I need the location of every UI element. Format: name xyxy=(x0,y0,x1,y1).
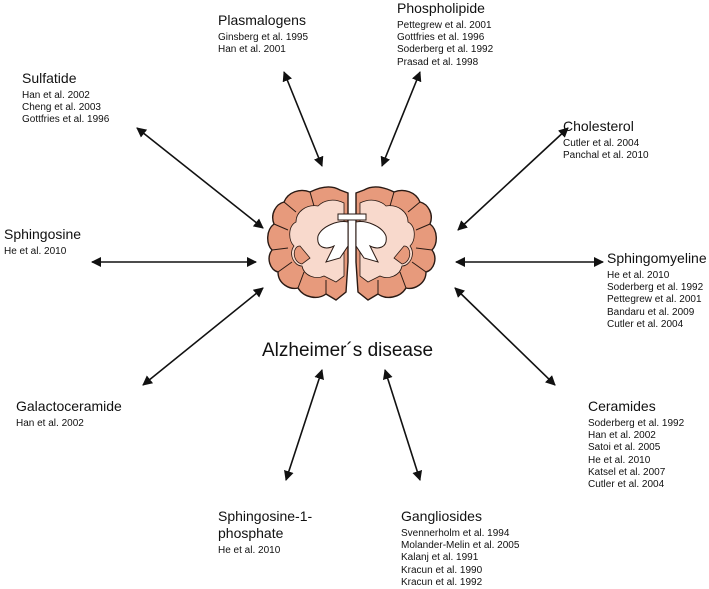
node-ref: Cutler et al. 2004 xyxy=(607,318,684,330)
node-ref: Ginsberg et al. 1995 xyxy=(218,32,309,44)
node-sulfatide: Sulfatide Han et al. 2002 Cheng et al. 2… xyxy=(22,70,109,127)
node-ref: Satoi et al. 2005 xyxy=(588,442,661,454)
node-plasmalogens: Plasmalogens Ginsberg et al. 1995 Han et… xyxy=(218,12,308,56)
node-title: Gangliosides xyxy=(401,508,482,524)
node-ref: Han et al. 2001 xyxy=(218,44,286,56)
node-title: Sulfatide xyxy=(22,70,77,86)
node-title: Ceramides xyxy=(588,398,656,414)
node-ref: He et al. 2010 xyxy=(218,545,281,557)
node-sphingosine: Sphingosine He et al. 2010 xyxy=(4,226,81,258)
center-label: Alzheimer´s disease xyxy=(262,340,434,361)
node-ref: Panchal et al. 2010 xyxy=(563,150,649,162)
node-ref: Han et al. 2002 xyxy=(16,418,84,430)
arrow-galactoceramide xyxy=(142,287,264,386)
node-ref: Svennerholm et al. 1994 xyxy=(401,528,510,540)
node-title: Sphingomyeline xyxy=(607,250,707,266)
node-ref: He et al. 2010 xyxy=(4,246,67,258)
node-ref: Cheng et al. 2003 xyxy=(22,102,101,114)
node-ref: He et al. 2010 xyxy=(588,454,651,466)
arrow-ceramides xyxy=(454,287,556,386)
node-title: Plasmalogens xyxy=(218,12,306,28)
node-ref: Pettegrew et al. 2001 xyxy=(607,294,702,306)
arrow-plasmalogens xyxy=(282,71,324,167)
node-title: Sphingosine xyxy=(4,226,82,242)
arrow-sulfatide xyxy=(136,127,264,229)
node-ref: Gottfries et al. 1996 xyxy=(397,32,485,44)
node-ref: Gottfries et al. 1996 xyxy=(22,114,110,126)
node-ref: Kracun et al. 1990 xyxy=(401,564,483,576)
node-ref: Katsel et al. 2007 xyxy=(588,466,666,478)
node-phospholipide: Phospholipide Pettegrew et al. 2001 Gott… xyxy=(397,0,493,69)
arrow-cholesterol xyxy=(457,127,569,231)
node-title: Galactoceramide xyxy=(16,398,122,414)
node-ref: He et al. 2010 xyxy=(607,270,670,282)
node-sphingomyeline: Sphingomyeline He et al. 2010 Soderberg … xyxy=(607,250,707,331)
node-ref: Soderberg et al. 1992 xyxy=(397,44,494,56)
node-ref: Bandaru et al. 2009 xyxy=(607,306,695,318)
node-title: Sphingosine-1- phosphate xyxy=(218,508,313,542)
node-ref: Molander-Melin et al. 2005 xyxy=(401,540,520,552)
node-title: Cholesterol xyxy=(563,118,634,134)
node-ref: Soderberg et al. 1992 xyxy=(607,282,704,294)
node-ref: Pettegrew et al. 2001 xyxy=(397,20,492,32)
node-ref: Han et al. 2002 xyxy=(22,90,90,102)
node-ref: Kalanj et al. 1991 xyxy=(401,552,479,564)
node-cholesterol: Cholesterol Cutler et al. 2004 Panchal e… xyxy=(563,118,649,162)
arrow-sphingosine-1-phosphate xyxy=(284,369,324,481)
node-ref: Han et al. 2002 xyxy=(588,430,656,442)
node-ref: Cutler et al. 2004 xyxy=(588,479,665,491)
node-ref: Kracun et al. 1992 xyxy=(401,576,483,588)
arrow-gangliosides xyxy=(382,369,423,481)
arrow-phospholipide xyxy=(380,71,422,167)
node-ref: Prasad et al. 1998 xyxy=(397,56,479,68)
node-ref: Soderberg et al. 1992 xyxy=(588,418,685,430)
node-title: Phospholipide xyxy=(397,0,485,16)
node-gangliosides: Gangliosides Svennerholm et al. 1994 Mol… xyxy=(401,508,519,589)
node-galactoceramide: Galactoceramide Han et al. 2002 xyxy=(16,398,122,430)
node-sphingosine-1-phosphate: Sphingosine-1- phosphate He et al. 2010 xyxy=(218,508,312,557)
node-ceramides: Ceramides Soderberg et al. 1992 Han et a… xyxy=(588,398,684,491)
node-ref: Cutler et al. 2004 xyxy=(563,138,640,150)
